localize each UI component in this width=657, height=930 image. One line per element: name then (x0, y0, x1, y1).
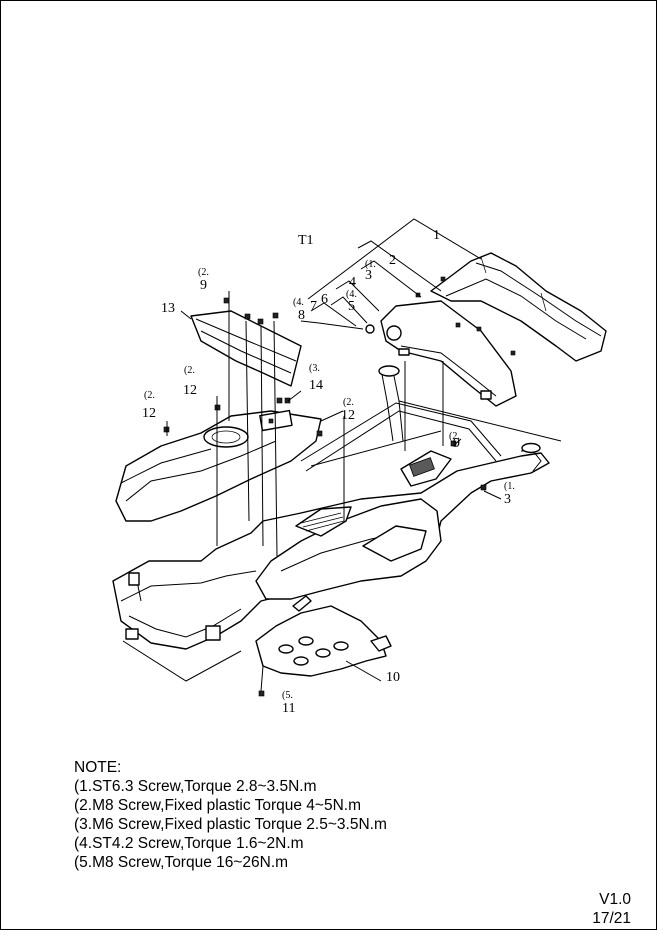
skid-plate-part-10 (255, 595, 392, 677)
front-body-floor (255, 450, 452, 600)
rear-fender-body (115, 409, 322, 522)
callout-10: 10 (386, 670, 400, 685)
callout-11: 11 (282, 701, 295, 716)
callout-14-note: (3. (309, 363, 320, 374)
callout-9: 9 (200, 278, 207, 293)
callout-7: 7 (310, 299, 317, 314)
callout-2: 2 (389, 253, 396, 268)
note-line-2: (2.M8 Screw,Fixed plastic Torque 4~5N.m (74, 797, 362, 814)
callout-5-note: (4. (346, 289, 357, 300)
callout-12a-note: (2. (184, 365, 195, 376)
notes-title: NOTE: (74, 759, 122, 776)
callout-12b: 12 (142, 406, 156, 421)
callout-9b: 9 (453, 436, 460, 451)
callout-3: 3 (365, 268, 372, 283)
callout-labels: 1 T1 2 (1. 3 4 (4. 5 6 7 (4. 8 (2. 9 13 … (142, 228, 515, 716)
torque-notes: NOTE: (1.ST6.3 Screw,Torque 2.8~3.5N.m (… (74, 758, 387, 872)
callout-12b-note: (2. (144, 390, 155, 401)
note-line-5: (5.M8 Screw,Torque 16~26N.m (74, 854, 289, 871)
note-line-3: (3.M6 Screw,Fixed plastic Torque 2.5~3.5… (74, 816, 387, 833)
note-line-1: (1.ST6.3 Screw,Torque 2.8~3.5N.m (74, 778, 317, 795)
callout-6: 6 (321, 292, 328, 307)
callout-9b-note: (2. (449, 431, 460, 442)
callout-1: 1 (433, 228, 440, 243)
fasteners (163, 276, 516, 697)
callout-3b: 3 (504, 492, 511, 507)
callout-12a: 12 (183, 383, 197, 398)
front-panel-part-2 (380, 300, 517, 407)
leader-lines (122, 218, 502, 692)
note-line-4: (4.ST4.2 Screw,Torque 1.6~2N.m (74, 835, 304, 852)
page-number: 17/21 (592, 910, 631, 927)
callout-3b-note: (1. (504, 481, 515, 492)
callout-8: 8 (298, 308, 305, 323)
callout-9-note: (2. (198, 267, 209, 278)
front-rack-part-1 (430, 252, 607, 362)
callout-12c: 12 (341, 408, 355, 423)
callout-5: 5 (348, 299, 355, 314)
version-footer: V1.0 17/21 (592, 890, 631, 928)
callout-t1: T1 (298, 233, 314, 248)
callout-11-note: (5. (282, 690, 293, 701)
callout-3-note: (1. (365, 259, 376, 270)
callout-4: 4 (349, 275, 356, 290)
version-label: V1.0 (599, 891, 631, 908)
callout-12c-note: (2. (343, 397, 354, 408)
callout-8-note: (4. (293, 297, 304, 308)
callout-13: 13 (161, 301, 175, 316)
callout-14: 14 (309, 378, 323, 393)
